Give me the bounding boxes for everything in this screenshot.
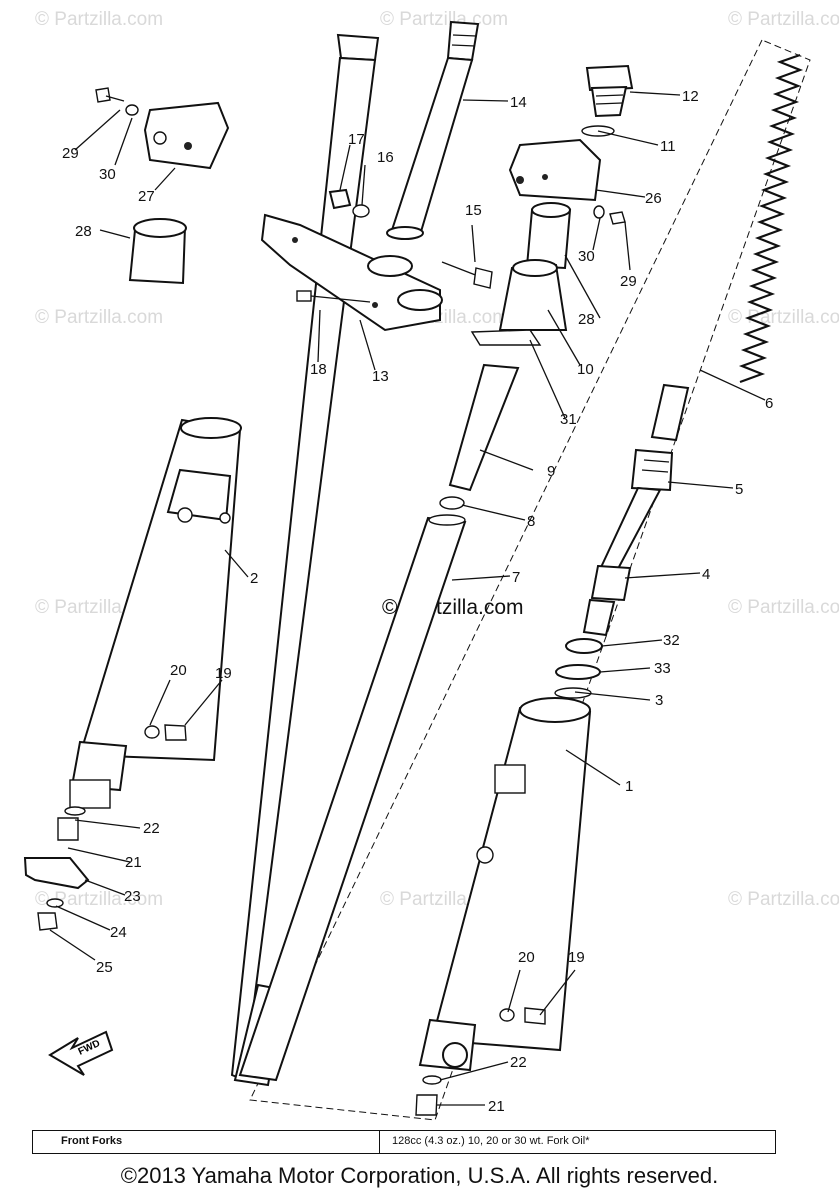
watermark: © Partzilla.com xyxy=(35,307,163,328)
right-top-group xyxy=(470,64,634,346)
under-bracket xyxy=(260,213,443,332)
part-label: 5 xyxy=(735,481,743,498)
part-label: 30 xyxy=(99,166,116,183)
part-label: 23 xyxy=(124,888,141,905)
part-label: 21 xyxy=(488,1098,505,1115)
part-label: 30 xyxy=(578,248,595,265)
forward-direction-arrow: FWD xyxy=(48,1030,114,1076)
part-label: 14 xyxy=(510,94,527,111)
part-label: 31 xyxy=(560,411,577,428)
left-bracket-group xyxy=(95,87,230,285)
center-group xyxy=(238,363,520,1082)
right-outer-slider xyxy=(418,697,592,1072)
copyright-notice: ©2013 Yamaha Motor Corporation, U.S.A. A… xyxy=(120,1163,719,1188)
watermark: © Partzilla.com xyxy=(728,597,839,618)
right-internals xyxy=(554,53,804,699)
part-label: 10 xyxy=(577,361,594,378)
front-forks-exploded-diagram: © Partzilla.com © Partzilla.com © Partzi… xyxy=(23,9,839,1121)
part-label: 11 xyxy=(660,138,676,155)
part-label: 6 xyxy=(765,395,773,412)
part-label: 22 xyxy=(143,820,160,837)
part-label: 20 xyxy=(170,662,187,679)
part-label: 29 xyxy=(62,145,79,162)
part-label: 17 xyxy=(348,131,365,148)
part-label: 3 xyxy=(655,692,663,709)
watermark: © Partzilla.com xyxy=(380,9,508,30)
part-label: 12 xyxy=(682,88,699,105)
bolt-15 xyxy=(441,261,493,289)
bolt-18 xyxy=(296,290,371,303)
leader-lines xyxy=(49,91,766,1106)
part-label: 19 xyxy=(215,665,232,682)
alignment-lines xyxy=(249,39,811,1121)
part-label: 29 xyxy=(620,273,637,290)
steering-shaft xyxy=(386,20,480,240)
part-label: 16 xyxy=(377,149,394,166)
watermark: © Partzilla.com xyxy=(728,307,839,328)
watermark: © Partzilla.com xyxy=(728,889,839,910)
part-label: 13 xyxy=(372,368,389,385)
nut-and-washer xyxy=(328,188,370,218)
part-label: 9 xyxy=(547,463,555,480)
part-label: 27 xyxy=(138,188,155,205)
watermark: © Partzilla.com xyxy=(728,9,839,30)
watermark: © Partzilla.com xyxy=(35,889,163,910)
part-label: 2 xyxy=(250,570,258,587)
part-label: 21 xyxy=(125,854,142,871)
part-label: 19 xyxy=(568,949,585,966)
part-label: 32 xyxy=(663,632,680,649)
spec-table-row: Front Forks 128cc (4.3 oz.) 10, 20 or 30… xyxy=(32,1130,776,1154)
part-label: 28 xyxy=(75,223,92,240)
part-label: 1 xyxy=(625,778,633,795)
section-name: Front Forks xyxy=(33,1131,380,1153)
fork-oil-spec: 128cc (4.3 oz.) 10, 20 or 30 wt. Fork Oi… xyxy=(392,1135,590,1147)
part-label: 22 xyxy=(510,1054,527,1071)
right-lower-small-parts xyxy=(415,1007,546,1116)
watermark: © Partzilla.com xyxy=(35,9,163,30)
left-lower-small-parts xyxy=(23,724,187,931)
part-label: 25 xyxy=(96,959,113,976)
part-label: 33 xyxy=(654,660,671,677)
part-label: 18 xyxy=(310,361,327,378)
part-label: 24 xyxy=(110,924,127,941)
part-label: 28 xyxy=(578,311,595,328)
part-number-labels: 1 2 3 4 5 6 7 8 9 10 11 12 13 14 15 16 1… xyxy=(62,88,773,1115)
part-label: 4 xyxy=(702,566,710,583)
part-label: 15 xyxy=(465,202,482,219)
part-label: 26 xyxy=(645,190,662,207)
part-label: 7 xyxy=(512,569,520,586)
part-label: 8 xyxy=(527,513,535,530)
part-label: 20 xyxy=(518,949,535,966)
